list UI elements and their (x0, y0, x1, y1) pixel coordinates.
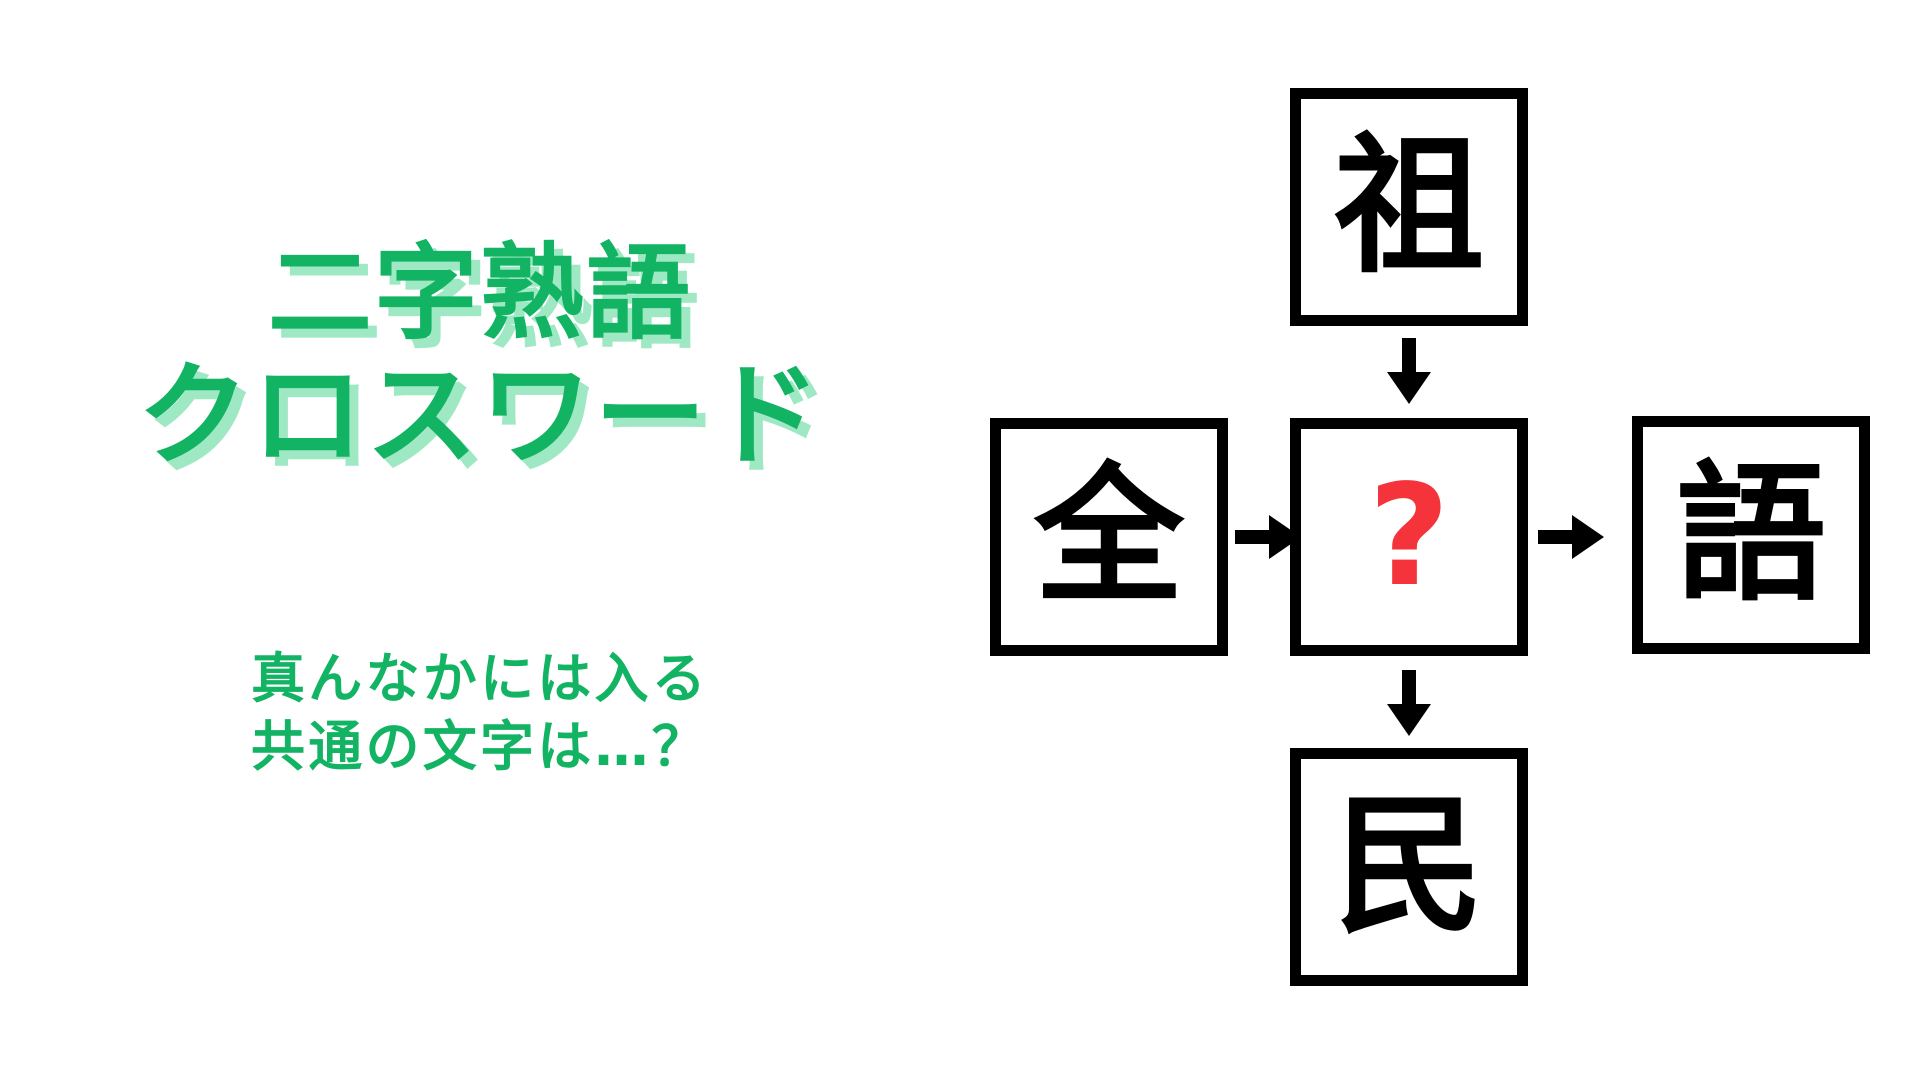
subtitle-line-1: 真んなかには入る (251, 647, 709, 710)
arrow-right-icon-center-to-right (1538, 515, 1604, 559)
crossword-cell-bottom[interactable]: 民 (1290, 748, 1528, 986)
cell-center-question-mark: ? (1368, 455, 1450, 618)
cell-top-character: 祖 (1333, 120, 1484, 294)
subtitle-block: 真んなかには入る 共通の文字は…？ (0, 645, 960, 780)
arrow-down-icon-top-to-center (1387, 338, 1431, 404)
crossword-diagram: 祖 全 ? 語 (960, 0, 1920, 1080)
crossword-cell-right[interactable]: 語 (1632, 416, 1870, 654)
crossword-cell-center-unknown[interactable]: ? (1290, 418, 1528, 656)
subtitle-line-2: 共通の文字は…？ (251, 714, 709, 778)
arrow-right-icon-left-to-center (1235, 515, 1301, 559)
cell-right-character: 語 (1675, 448, 1826, 622)
arrow-down-icon-center-to-bottom (1387, 670, 1431, 736)
cell-bottom-character: 民 (1333, 780, 1484, 954)
page-title-line-2: クロスワード (137, 350, 823, 481)
cell-left-character: 全 (1033, 450, 1184, 624)
title-block: 二字熟語 クロスワード (0, 232, 960, 481)
crossword-cell-left[interactable]: 全 (990, 418, 1228, 656)
crossword-cell-top[interactable]: 祖 (1290, 88, 1528, 326)
page-title-line-1: 二字熟語 (267, 232, 693, 354)
